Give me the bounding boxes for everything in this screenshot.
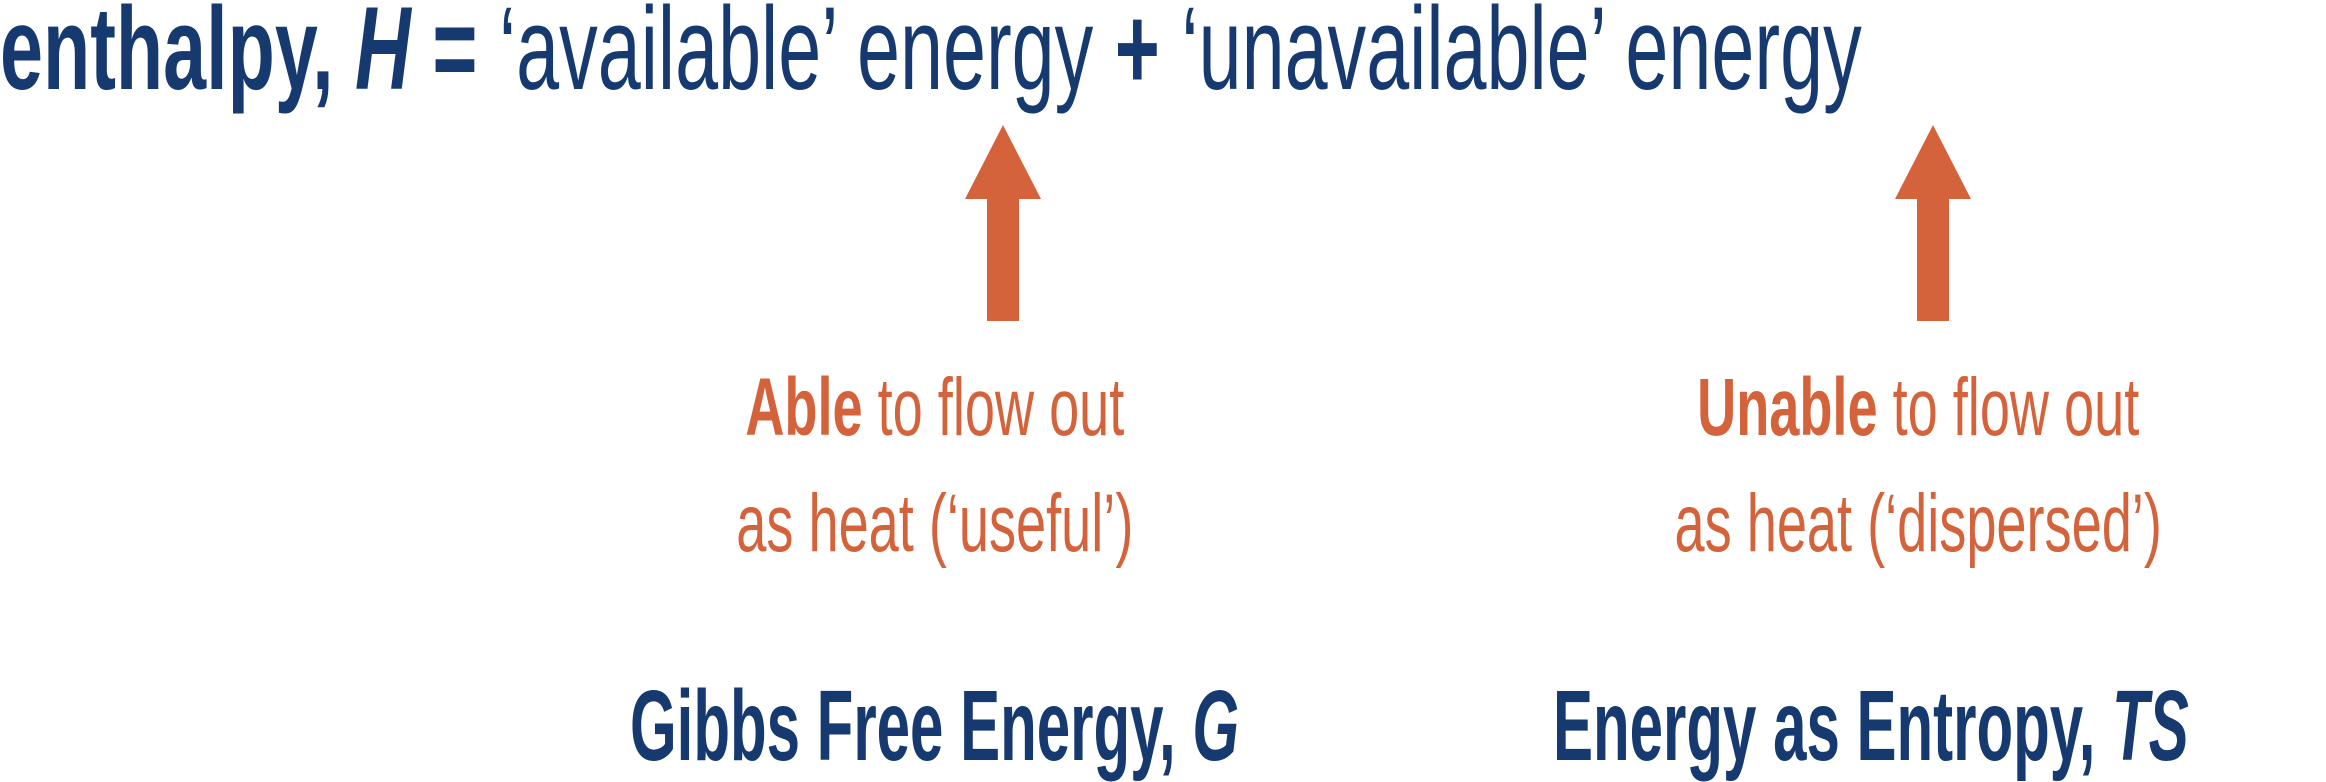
enthalpy-equation: enthalpy, H = ‘available’ energy + ‘unav… (0, 0, 1862, 108)
explanation-text: to flow out (1877, 362, 2140, 453)
equation-lhs-symbol: H (355, 0, 411, 115)
equation-lhs-term: enthalpy, (0, 0, 334, 115)
explanation-line-1: Able to flow out (736, 350, 1133, 466)
explanation-line-1: Unable to flow out (1674, 350, 2161, 466)
available-energy-explanation: Able to flow out as heat (‘useful’) (515, 350, 1355, 582)
up-arrow-icon (965, 125, 1041, 321)
equation-unavailable-energy: ‘unavailable’ energy (1181, 0, 1862, 115)
gibbs-free-energy-label: Gibbs Free Energy, G (630, 676, 1645, 776)
unavailable-energy-explanation: Unable to flow out as heat (‘dispersed’) (1488, 350, 2326, 582)
label-text: Gibbs Free Energy, (630, 670, 1193, 782)
equation-plus: + (1114, 0, 1160, 115)
entropy-energy-label: Energy as Entropy, TS (1553, 676, 2326, 776)
label-symbol: TS (2112, 670, 2189, 782)
explanation-line-2: as heat (‘dispersed’) (1674, 478, 2162, 569)
equation-equals: = (432, 0, 478, 115)
explanation-text: to flow out (862, 362, 1125, 453)
up-arrow-icon (1895, 125, 1971, 321)
explanation-emphasis: Unable (1696, 362, 1878, 453)
explanation-emphasis: Able (745, 362, 863, 453)
equation-available-energy: ‘available’ energy (498, 0, 1094, 115)
label-symbol: G (1192, 670, 1240, 782)
label-text: Energy as Entropy, (1553, 670, 2113, 782)
explanation-line-2: as heat (‘useful’) (736, 478, 1134, 569)
